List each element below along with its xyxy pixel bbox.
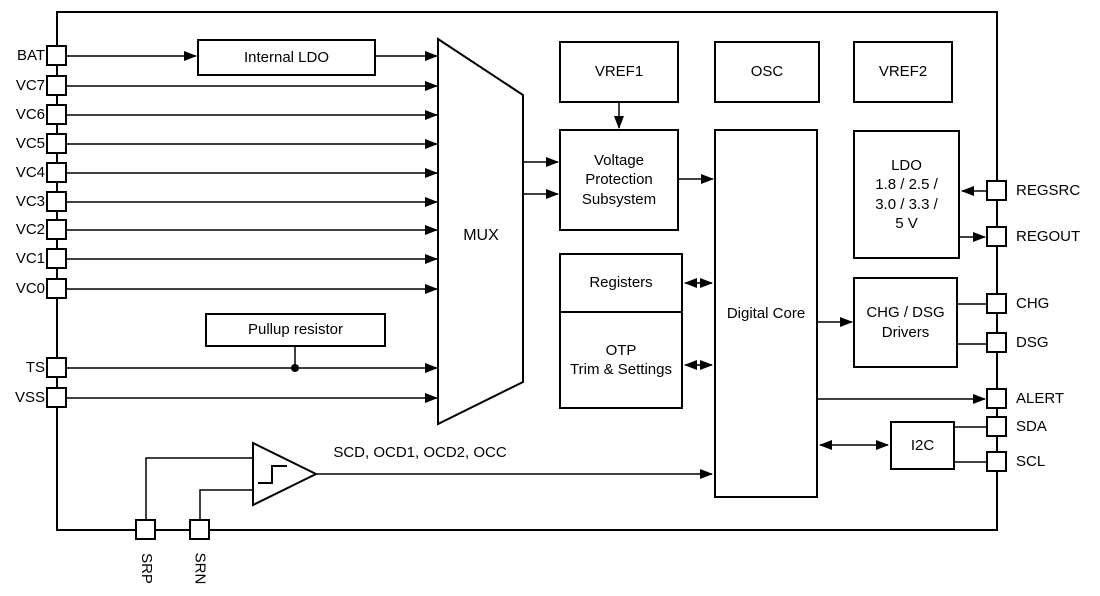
junction-dot	[291, 364, 299, 372]
mux-label: MUX	[463, 227, 499, 244]
connectors	[67, 51, 987, 520]
internal-ldo-block: Internal LDO	[197, 39, 376, 76]
pin-bat	[46, 45, 67, 66]
pin-label-bat: BAT	[16, 47, 45, 64]
pin-label-vc2: VC2	[15, 221, 45, 238]
pin-sda	[986, 416, 1007, 437]
pin-label-regout: REGOUT	[1016, 228, 1081, 245]
pin-label-ts: TS	[25, 359, 45, 376]
vref2-block: VREF2	[853, 41, 953, 103]
chg-dsg-drivers-block: CHG / DSG Drivers	[853, 277, 958, 368]
pin-scl	[986, 451, 1007, 472]
pin-srp	[135, 519, 156, 540]
comparator-shape	[252, 441, 319, 507]
pin-dsg	[986, 332, 1007, 353]
mux-shape	[437, 37, 524, 426]
pin-label-vc4: VC4	[15, 164, 45, 181]
pin-label-vc7: VC7	[15, 77, 45, 94]
voltage-protection-block: Voltage Protection Subsystem	[559, 129, 679, 231]
pin-label-alert: ALERT	[1016, 390, 1065, 407]
ldo-output-block: LDO 1.8 / 2.5 / 3.0 / 3.3 / 5 V	[853, 130, 960, 259]
pin-vc5	[46, 133, 67, 154]
i2c-block: I2C	[890, 421, 955, 470]
pin-alert	[986, 388, 1007, 409]
chip-boundary	[56, 11, 998, 531]
pin-vc2	[46, 219, 67, 240]
pin-chg	[986, 293, 1007, 314]
hysteresis-icon	[258, 465, 287, 484]
pin-label-vc6: VC6	[15, 106, 45, 123]
pin-vc4	[46, 162, 67, 183]
pin-label-vc0: VC0	[15, 280, 45, 297]
pin-label-chg: CHG	[1016, 295, 1050, 312]
pin-label-vss: VSS	[14, 389, 45, 406]
pin-ts	[46, 357, 67, 378]
wire-srn-comparator	[199, 489, 253, 520]
pin-label-scl: SCL	[1016, 453, 1046, 470]
pin-srn	[189, 519, 210, 540]
pin-regsrc	[986, 180, 1007, 201]
registers-block: Registers	[559, 253, 683, 313]
pin-vc3	[46, 191, 67, 212]
vref1-block: VREF1	[559, 41, 679, 103]
pin-label-regsrc: REGSRC	[1016, 182, 1081, 199]
pullup-resistor-block: Pullup resistor	[205, 313, 386, 347]
otp-block: OTP Trim & Settings	[559, 311, 683, 409]
digital-core-block: Digital Core	[714, 129, 818, 498]
pin-regout	[986, 226, 1007, 247]
pin-vc0	[46, 278, 67, 299]
pin-label-srn: SRN	[191, 552, 209, 584]
wire-srp-comparator	[145, 457, 253, 520]
pin-label-sda: SDA	[1016, 418, 1047, 435]
pin-vc1	[46, 248, 67, 269]
comparator-output-label: SCD, OCD1, OCD2, OCC	[333, 444, 507, 461]
pin-vc6	[46, 104, 67, 125]
pin-label-vc5: VC5	[15, 135, 45, 152]
pin-label-vc3: VC3	[15, 193, 45, 210]
osc-block: OSC	[714, 41, 820, 103]
pin-vc7	[46, 75, 67, 96]
pin-label-srp: SRP	[137, 552, 155, 584]
pin-label-dsg: DSG	[1016, 334, 1049, 351]
pin-vss	[46, 387, 67, 408]
pin-label-vc1: VC1	[15, 250, 45, 267]
